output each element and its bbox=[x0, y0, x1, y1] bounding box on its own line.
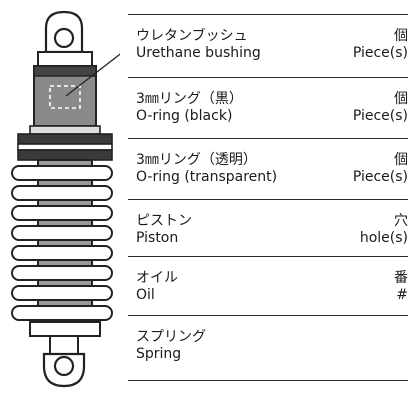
part-name-ja: ウレタンブッシュ bbox=[136, 28, 248, 44]
table-rule bbox=[128, 77, 408, 78]
part-name-en: Oil bbox=[136, 287, 155, 303]
part-row-oil: オイル Oil 番 # bbox=[128, 257, 408, 315]
part-name-ja: スプリング bbox=[136, 329, 206, 345]
parts-table: ウレタンブッシュ Urethane bushing 個 Piece(s) 3㎜リ… bbox=[128, 14, 408, 381]
part-row-spring: スプリング Spring bbox=[128, 316, 408, 380]
part-name-ja: ピストン bbox=[136, 213, 192, 229]
table-rule-top bbox=[128, 14, 408, 15]
part-name-ja: 3㎜リング（透明） bbox=[136, 152, 257, 168]
table-rule bbox=[128, 199, 408, 200]
part-name-ja: オイル bbox=[136, 270, 178, 286]
shock-absorber-icon bbox=[11, 10, 120, 388]
part-unit-ja: 穴 bbox=[394, 213, 408, 229]
part-unit-ja: 個 bbox=[394, 152, 408, 168]
part-row-o-ring-black: 3㎜リング（黒） O-ring (black) 個 Piece(s) bbox=[128, 78, 408, 138]
part-unit-en: Piece(s) bbox=[352, 45, 408, 61]
part-name-en: O-ring (transparent) bbox=[136, 169, 278, 185]
table-rule-bottom bbox=[128, 380, 408, 381]
part-unit-ja: 個 bbox=[394, 28, 408, 44]
part-row-urethane-bushing: ウレタンブッシュ Urethane bushing 個 Piece(s) bbox=[128, 15, 408, 77]
part-unit-en: Piece(s) bbox=[352, 169, 408, 185]
part-row-o-ring-transparent: 3㎜リング（透明） O-ring (transparent) 個 Piece(s… bbox=[128, 139, 408, 199]
part-name-en: Spring bbox=[136, 346, 182, 362]
part-name-ja: 3㎜リング（黒） bbox=[136, 91, 243, 107]
part-name-en: Urethane bushing bbox=[136, 45, 261, 61]
part-unit-en: Piece(s) bbox=[352, 108, 408, 124]
part-unit-ja: 番 bbox=[394, 270, 408, 286]
part-unit-ja: 個 bbox=[394, 91, 408, 107]
part-name-en: Piston bbox=[136, 230, 179, 246]
table-rule bbox=[128, 138, 408, 139]
part-row-piston: ピストン Piston 穴 hole(s) bbox=[128, 200, 408, 256]
table-rule bbox=[128, 315, 408, 316]
part-name-en: O-ring (black) bbox=[136, 108, 233, 124]
part-unit-en: hole(s) bbox=[359, 230, 408, 246]
part-unit-en: # bbox=[396, 287, 408, 303]
table-rule bbox=[128, 256, 408, 257]
